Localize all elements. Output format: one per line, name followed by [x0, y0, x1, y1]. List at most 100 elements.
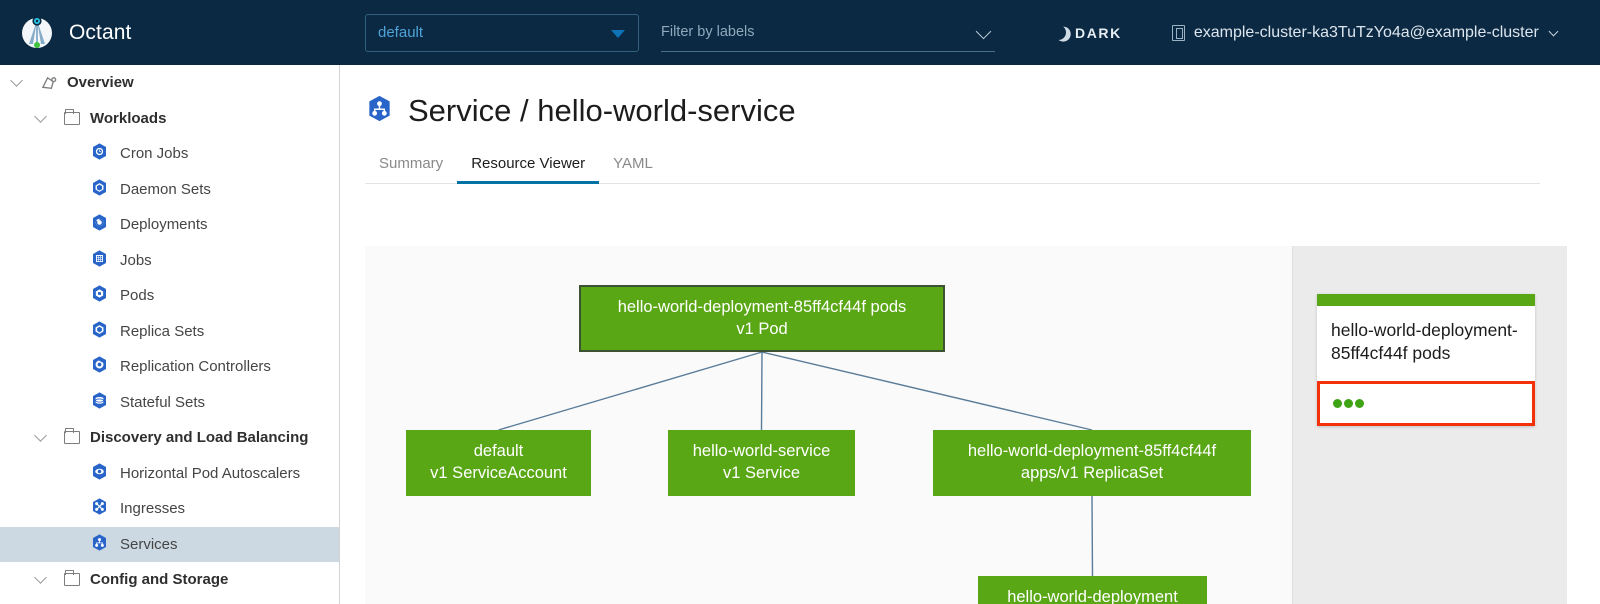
pod-icon	[90, 284, 109, 307]
statefulset-icon	[90, 391, 109, 414]
sidebar-item-label: Pods	[120, 287, 155, 305]
sidebar-item-replica-sets[interactable]: Replica Sets	[0, 314, 339, 350]
sidebar-item-label: Discovery and Load Balancing	[90, 429, 309, 447]
sidebar-item-daemon-sets[interactable]: Daemon Sets	[0, 172, 339, 208]
sidebar-item-label: Overview	[67, 74, 134, 92]
chevron-down-icon	[1548, 26, 1559, 36]
sidebar-item-label: Jobs	[120, 251, 152, 269]
namespace-select[interactable]: default	[365, 13, 639, 52]
page-title: Service / hello-world-service	[341, 65, 1600, 129]
replicationcontroller-icon	[90, 355, 109, 378]
octant-logo-icon	[18, 14, 56, 52]
graph-node-serviceaccount[interactable]: default v1 ServiceAccount	[406, 430, 591, 496]
replicaset-icon	[90, 320, 109, 343]
cronjob-icon	[90, 142, 109, 165]
graph-node-name: hello-world-deployment-85ff4cf44f	[967, 442, 1217, 461]
resource-graph: hello-world-deployment-85ff4cf44f pods v1…	[365, 246, 1292, 604]
status-dot[interactable]	[1355, 398, 1364, 408]
graph-node-replicaset[interactable]: hello-world-deployment-85ff4cf44f apps/v1…	[933, 430, 1251, 496]
label-filter-placeholder: Filter by labels	[661, 24, 755, 40]
sidebar-item-workloads[interactable]: Workloads	[0, 101, 339, 137]
sidebar-item-label: Workloads	[90, 109, 167, 127]
sidebar-item-replication-controllers[interactable]: Replication Controllers	[0, 349, 339, 385]
folder-icon	[64, 428, 80, 445]
graph-node-deployment[interactable]: hello-world-deploymentapps/v1 Deployment	[978, 576, 1207, 604]
overview-icon	[40, 75, 57, 90]
graph-node-service[interactable]: hello-world-service v1 Service	[668, 430, 855, 496]
label-filter-input[interactable]: Filter by labels	[661, 14, 995, 52]
detail-card-status-bar	[1317, 294, 1535, 306]
brand[interactable]: Octant	[0, 14, 340, 52]
theme-toggle-label: DARK	[1075, 24, 1122, 41]
service-icon	[90, 533, 109, 556]
sidebar-item-config-and-storage[interactable]: Config and Storage	[0, 562, 339, 598]
sidebar-item-deployments[interactable]: Deployments	[0, 207, 339, 243]
sidebar-item-discovery-and-load-balancing[interactable]: Discovery and Load Balancing	[0, 420, 339, 456]
tab-bar: Summary Resource Viewer YAML	[365, 149, 1540, 184]
sidebar-item-cron-jobs[interactable]: Cron Jobs	[0, 136, 339, 172]
graph-node-kind: v1 Pod	[736, 319, 788, 338]
graph-node-name: hello-world-deployment	[1007, 588, 1178, 604]
sidebar-item-label: Daemon Sets	[120, 180, 211, 198]
graph-edges	[498, 351, 1094, 577]
cluster-name: example-cluster-ka3TuTzYo4a@example-clus…	[1193, 23, 1539, 41]
sidebar-item-overview[interactable]: Overview	[0, 65, 339, 101]
status-dot[interactable]	[1344, 398, 1353, 408]
theme-toggle[interactable]: DARK	[1051, 25, 1122, 41]
cluster-icon	[1171, 24, 1185, 41]
expand-chevron-icon[interactable]	[10, 74, 23, 88]
sidebar-item-label: Replica Sets	[120, 322, 205, 340]
graph-node-name: default	[473, 442, 524, 461]
namespace-value: default	[378, 24, 424, 41]
detail-card[interactable]: hello-world-deployment-85ff4cf44f pods	[1317, 294, 1535, 426]
sidebar-item-label: Replication Controllers	[120, 358, 271, 376]
sidebar-item-label: Services	[120, 535, 178, 553]
resource-viewer: hello-world-deployment-85ff4cf44f pods v1…	[365, 246, 1567, 604]
status-dot[interactable]	[1333, 398, 1342, 408]
detail-card-status-row[interactable]	[1317, 380, 1535, 426]
top-header: Octant default Filter by labels DARK exa…	[0, 0, 1600, 65]
graph-node-kind: v1 ServiceAccount	[430, 464, 567, 482]
sidebar-item-label: Stateful Sets	[120, 393, 206, 411]
page-title-text: Service / hello-world-service	[408, 93, 796, 128]
main-content: Service / hello-world-service Summary Res…	[341, 65, 1600, 604]
graph-node-name: hello-world-service	[692, 442, 831, 461]
graph-node-pod[interactable]: hello-world-deployment-85ff4cf44f pods v1…	[579, 285, 945, 352]
sidebar-item-label: Cron Jobs	[120, 145, 189, 163]
folder-icon	[64, 108, 80, 125]
job-icon	[90, 249, 109, 272]
moon-icon	[1049, 23, 1068, 42]
ingress-icon	[90, 497, 109, 520]
expand-chevron-icon[interactable]	[34, 571, 47, 585]
deployment-icon	[90, 213, 109, 236]
sidebar-item-jobs[interactable]: Jobs	[0, 243, 339, 279]
sidebar-item-horizontal-pod-autoscalers[interactable]: Horizontal Pod Autoscalers	[0, 456, 339, 492]
expand-chevron-icon[interactable]	[34, 429, 47, 443]
sidebar-item-stateful-sets[interactable]: Stateful Sets	[0, 385, 339, 421]
sidebar-item-label: Config and Storage	[90, 571, 229, 589]
sidebar-item-label: Horizontal Pod Autoscalers	[120, 464, 301, 482]
chevron-down-icon[interactable]	[975, 23, 992, 39]
daemonset-icon	[90, 178, 109, 201]
sidebar-item-ingresses[interactable]: Ingresses	[0, 491, 339, 527]
detail-panel: hello-world-deployment-85ff4cf44f pods	[1292, 246, 1567, 604]
tab-yaml[interactable]: YAML	[613, 155, 653, 172]
service-icon	[365, 94, 394, 128]
graph-node-kind: v1 Service	[722, 464, 801, 482]
graph-node-kind: apps/v1 ReplicaSet	[1020, 464, 1164, 482]
tab-summary[interactable]: Summary	[379, 155, 444, 172]
graph-node-name: hello-world-deployment-85ff4cf44f pods	[617, 297, 907, 316]
sidebar-item-pods[interactable]: Pods	[0, 278, 339, 314]
caret-down-icon	[611, 29, 625, 38]
tab-resource-viewer[interactable]: Resource Viewer	[457, 149, 600, 184]
expand-chevron-icon[interactable]	[34, 109, 47, 123]
detail-card-title: hello-world-deployment-85ff4cf44f pods	[1331, 320, 1518, 364]
sidebar-item-label: Deployments	[120, 216, 208, 234]
cluster-selector[interactable]: example-cluster-ka3TuTzYo4a@example-clus…	[1171, 23, 1559, 42]
hpa-icon	[90, 462, 109, 485]
sidebar-item-services[interactable]: Services	[0, 526, 339, 562]
folder-icon	[64, 570, 80, 587]
sidebar-item-label: Ingresses	[120, 500, 186, 518]
